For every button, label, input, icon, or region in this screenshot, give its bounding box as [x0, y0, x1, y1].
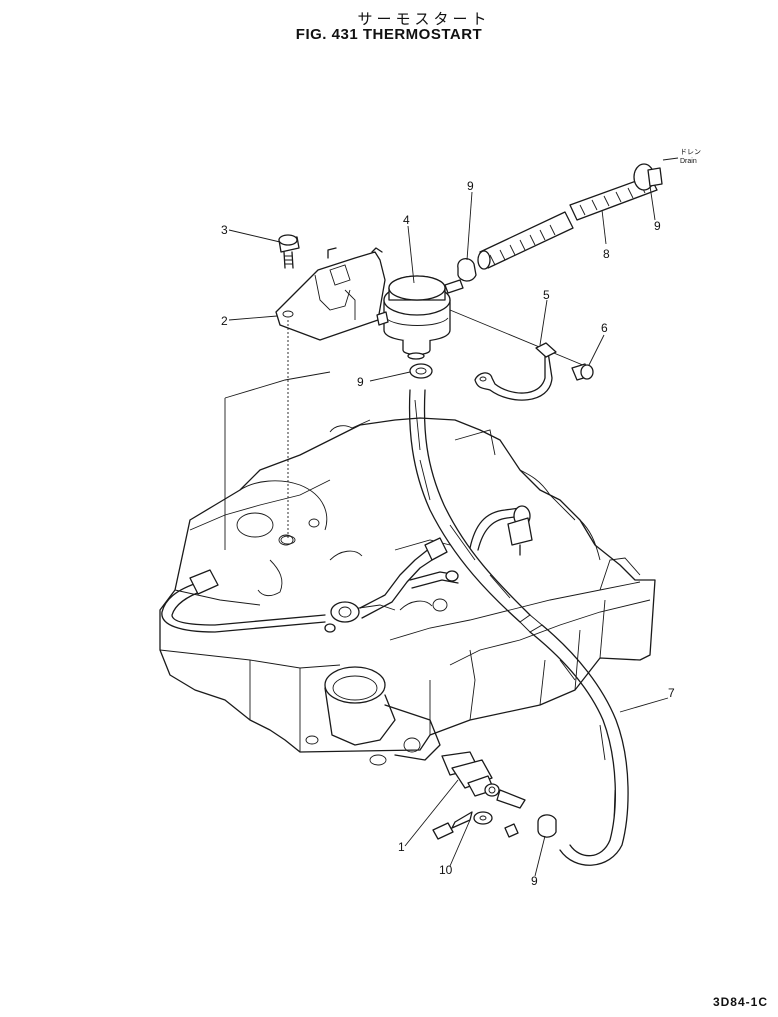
callout-2: 2 — [221, 314, 228, 328]
drain-label: Drain — [680, 158, 697, 165]
callout-9-lower-clamp: 9 — [531, 874, 538, 888]
figure-title-japanese: サーモスタート — [357, 10, 491, 28]
callout-5: 5 — [543, 288, 550, 302]
callout-10: 10 — [439, 863, 453, 877]
thermostart-plug — [432, 751, 557, 840]
callout-3: 3 — [221, 223, 228, 237]
callout-9-outlet-clamp: 9 — [357, 375, 364, 389]
thermostart-body — [376, 275, 591, 369]
drawing-code: 3D84-1C — [712, 995, 768, 1009]
bracket — [275, 234, 386, 545]
callout-labels: 1 2 3 4 5 6 7 8 9 9 9 9 10 ドレン Drain — [221, 149, 701, 888]
callout-4: 4 — [403, 213, 410, 227]
drain-label-japanese: ドレン — [680, 149, 701, 156]
drain-hose — [409, 163, 663, 379]
figure-title: FIG. 431 THERMOSTART — [295, 26, 483, 43]
piping — [161, 389, 629, 866]
callout-leaders — [228, 185, 669, 877]
callout-9-hose-clamp: 9 — [467, 179, 474, 193]
callout-1: 1 — [398, 840, 405, 854]
engine-block — [159, 371, 656, 766]
callout-8: 8 — [603, 247, 610, 261]
callout-7: 7 — [668, 686, 675, 700]
mounting-clamp — [474, 342, 594, 401]
callout-9-drain-clamp: 9 — [654, 219, 661, 233]
callout-6: 6 — [601, 321, 608, 335]
